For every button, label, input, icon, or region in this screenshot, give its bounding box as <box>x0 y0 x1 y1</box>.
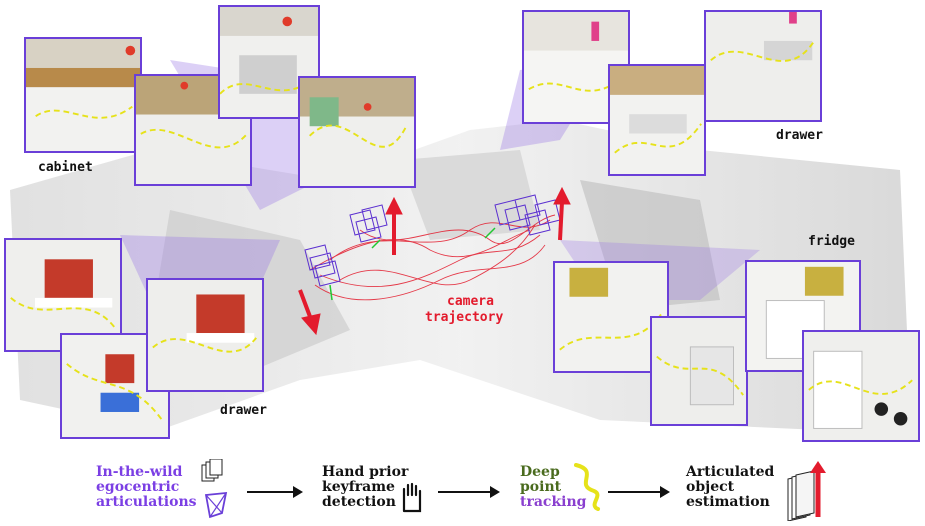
label-drawer-top: drawer <box>776 128 823 143</box>
arrow-2 <box>438 486 500 498</box>
step2-line1: Hand prior <box>322 464 409 480</box>
pipeline: In-the-wild egocentric articulations Han… <box>0 455 925 526</box>
frame-fridge-4 <box>802 330 920 442</box>
frame-drawer-top-3 <box>704 10 822 122</box>
step2-line2: keyframe <box>322 479 395 495</box>
frame-fridge-2 <box>650 316 748 426</box>
step4-line2: object <box>686 479 735 495</box>
step-articulated: Articulated object estimation <box>686 465 774 510</box>
step1-line1: In-the-wild <box>96 464 183 480</box>
label-cabinet: cabinet <box>38 160 93 175</box>
step-hand-prior: Hand prior keyframe detection <box>322 465 408 510</box>
label-fridge: fridge <box>808 234 855 249</box>
articulation-icon <box>787 461 826 521</box>
label-camera: camera <box>447 294 494 309</box>
step4-line3: estimation <box>686 494 770 510</box>
step3-line3: tracking <box>520 494 587 510</box>
frame-cabinet-4 <box>298 76 416 188</box>
step-egocentric: In-the-wild egocentric articulations <box>96 465 197 510</box>
squiggle-icon <box>574 463 600 511</box>
frame-drawer-top-2 <box>608 64 706 176</box>
frames-icon <box>201 459 223 482</box>
step3-line1: Deep <box>520 464 560 480</box>
camera-frustums <box>304 194 561 287</box>
hand-icon <box>402 482 422 513</box>
frame-drawer-bottom-3 <box>146 278 264 392</box>
arrow-3 <box>608 486 670 498</box>
label-trajectory: trajectory <box>425 310 504 325</box>
axis-arrows <box>298 186 571 336</box>
step2-line3: detection <box>322 494 396 510</box>
step-point-tracking: Deep point tracking <box>520 465 586 510</box>
step1-line2: egocentric <box>96 479 180 495</box>
step3-line2: point <box>520 479 562 495</box>
label-drawer-bottom: drawer <box>220 403 267 418</box>
camera-pyramid-icon <box>204 491 228 519</box>
scene-illustration: cabinet drawer fridge drawer camera traj… <box>4 5 920 442</box>
step4-line1: Articulated <box>686 464 775 480</box>
arrow-1 <box>247 486 303 498</box>
frame-cabinet-1 <box>24 37 142 153</box>
step1-line3: articulations <box>96 494 197 510</box>
